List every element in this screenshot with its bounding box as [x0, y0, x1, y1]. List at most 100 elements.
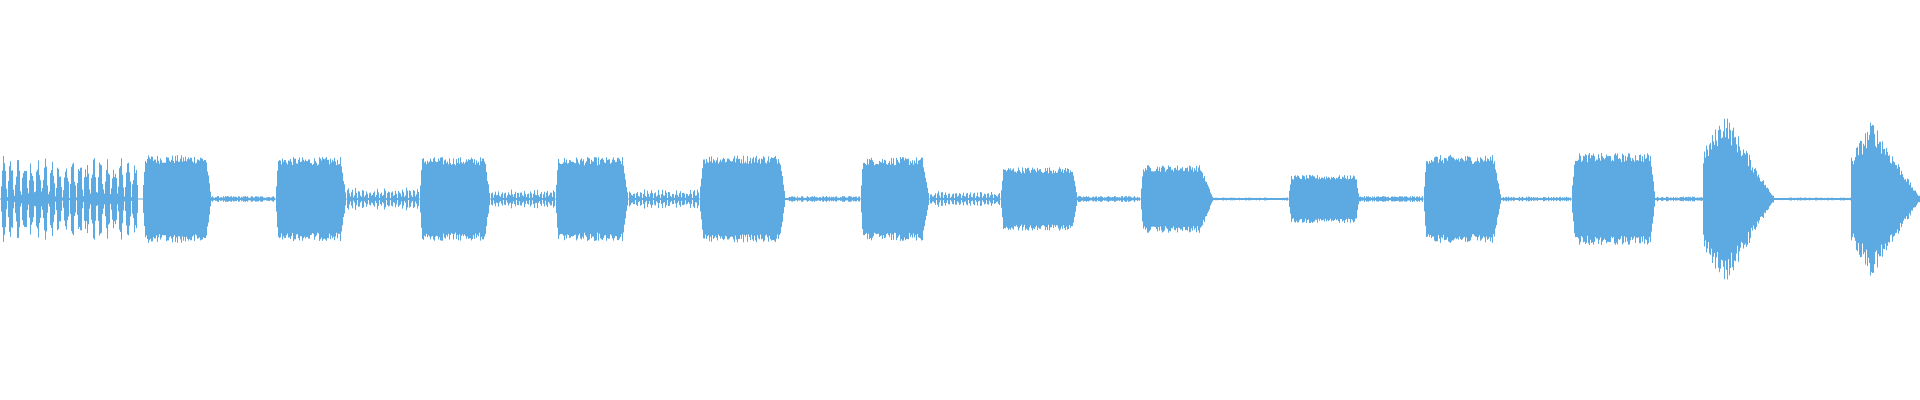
waveform-sample: [999, 193, 1000, 205]
waveform-sample: [637, 191, 638, 206]
waveform-sample: [1592, 155, 1593, 243]
waveform-sample: [642, 197, 643, 200]
waveform-sample: [1707, 149, 1708, 249]
waveform-sample: [368, 198, 369, 200]
waveform-sample: [971, 196, 972, 202]
waveform-sample: [1540, 197, 1541, 201]
waveform-sample: [112, 178, 113, 220]
waveform-sample: [707, 161, 708, 237]
waveform-sample: [1495, 169, 1496, 229]
waveform-sample: [713, 159, 714, 239]
waveform-sample: [323, 158, 324, 240]
waveform-sample: [1265, 197, 1266, 201]
waveform-sample: [785, 198, 786, 200]
waveform-sample: [863, 163, 864, 235]
waveform-sample: [1079, 196, 1080, 202]
waveform-sample: [985, 194, 986, 204]
waveform-sample: [603, 159, 604, 239]
waveform-sample: [485, 163, 486, 234]
waveform-sample: [312, 165, 313, 233]
waveform-sample: [1011, 170, 1012, 228]
waveform-sample: [1706, 145, 1707, 253]
waveform-sample: [1176, 169, 1177, 229]
waveform-sample: [172, 155, 173, 243]
waveform-sample: [941, 192, 942, 206]
waveform-sample: [1390, 197, 1391, 201]
waveform-sample: [861, 185, 862, 213]
waveform-sample: [125, 187, 126, 211]
waveform-sample: [1838, 198, 1839, 200]
waveform-sample: [1394, 196, 1395, 202]
waveform-sample: [1149, 166, 1150, 232]
waveform-sample: [159, 163, 160, 235]
waveform-sample: [681, 197, 682, 201]
waveform-sample: [1365, 197, 1366, 201]
waveform-sample: [1857, 146, 1858, 252]
waveform-sample: [477, 163, 478, 235]
waveform-sample: [378, 192, 379, 206]
waveform-sample: [1748, 166, 1749, 232]
waveform-sample: [1196, 165, 1197, 233]
waveform-sample: [1805, 197, 1806, 201]
waveform-sample: [1267, 198, 1268, 201]
waveform-sample: [175, 156, 176, 242]
waveform-sample: [1228, 198, 1229, 200]
waveform-sample: [1131, 197, 1132, 201]
waveform-sample: [1211, 194, 1212, 204]
waveform-sample: [948, 193, 949, 205]
waveform-sample: [1420, 197, 1421, 201]
waveform-sample: [676, 190, 677, 208]
waveform-sample: [109, 174, 110, 224]
waveform-sample: [1475, 161, 1476, 237]
waveform-sample: [1453, 157, 1454, 241]
waveform-sample: [1280, 198, 1281, 200]
waveform-sample: [1240, 198, 1241, 200]
waveform-sample: [1878, 144, 1879, 254]
waveform-sample: [1765, 184, 1766, 214]
waveform-sample: [1832, 197, 1833, 201]
waveform-sample: [1464, 161, 1465, 237]
waveform-sample: [878, 164, 879, 234]
waveform-sample: [1847, 197, 1848, 201]
waveform-sample: [592, 161, 593, 237]
waveform-sample: [1379, 197, 1380, 201]
waveform-sample: [902, 157, 903, 241]
waveform-sample: [386, 198, 387, 200]
waveform-sample: [16, 176, 17, 222]
waveform-sample: [778, 159, 779, 239]
waveform-sample: [103, 189, 104, 209]
waveform-sample: [176, 160, 177, 238]
waveform-sample: [1468, 156, 1469, 242]
waveform-sample: [87, 165, 88, 233]
waveform-sample: [1767, 187, 1768, 211]
waveform-sample: [887, 164, 888, 234]
waveform-sample: [340, 157, 341, 241]
waveform-sample: [1346, 179, 1347, 219]
waveform-sample: [1537, 197, 1538, 201]
waveform-sample: [235, 196, 236, 202]
waveform-sample: [643, 194, 644, 204]
waveform-sample: [1122, 196, 1123, 202]
waveform-sample: [1460, 158, 1461, 239]
waveform-sample: [561, 164, 562, 234]
waveform-sample: [201, 158, 202, 240]
waveform-sample: [716, 160, 717, 238]
waveform-sample: [1751, 170, 1752, 228]
waveform-sample: [966, 193, 967, 205]
waveform-sample: [661, 194, 662, 204]
waveform-sample: [1102, 196, 1103, 202]
waveform-sample: [467, 161, 468, 237]
waveform-sample: [1326, 176, 1327, 222]
waveform-sample: [656, 196, 657, 202]
waveform-sample: [220, 197, 221, 201]
waveform-sample: [337, 159, 338, 239]
waveform-sample: [935, 193, 936, 205]
waveform-sample: [571, 161, 572, 237]
waveform-sample: [5, 171, 6, 227]
waveform-sample: [509, 194, 510, 204]
waveform-sample: [19, 170, 20, 228]
waveform-sample: [1143, 169, 1144, 229]
waveform-sample: [1526, 196, 1527, 202]
waveform-sample: [636, 193, 637, 205]
waveform-sample: [1285, 198, 1286, 200]
